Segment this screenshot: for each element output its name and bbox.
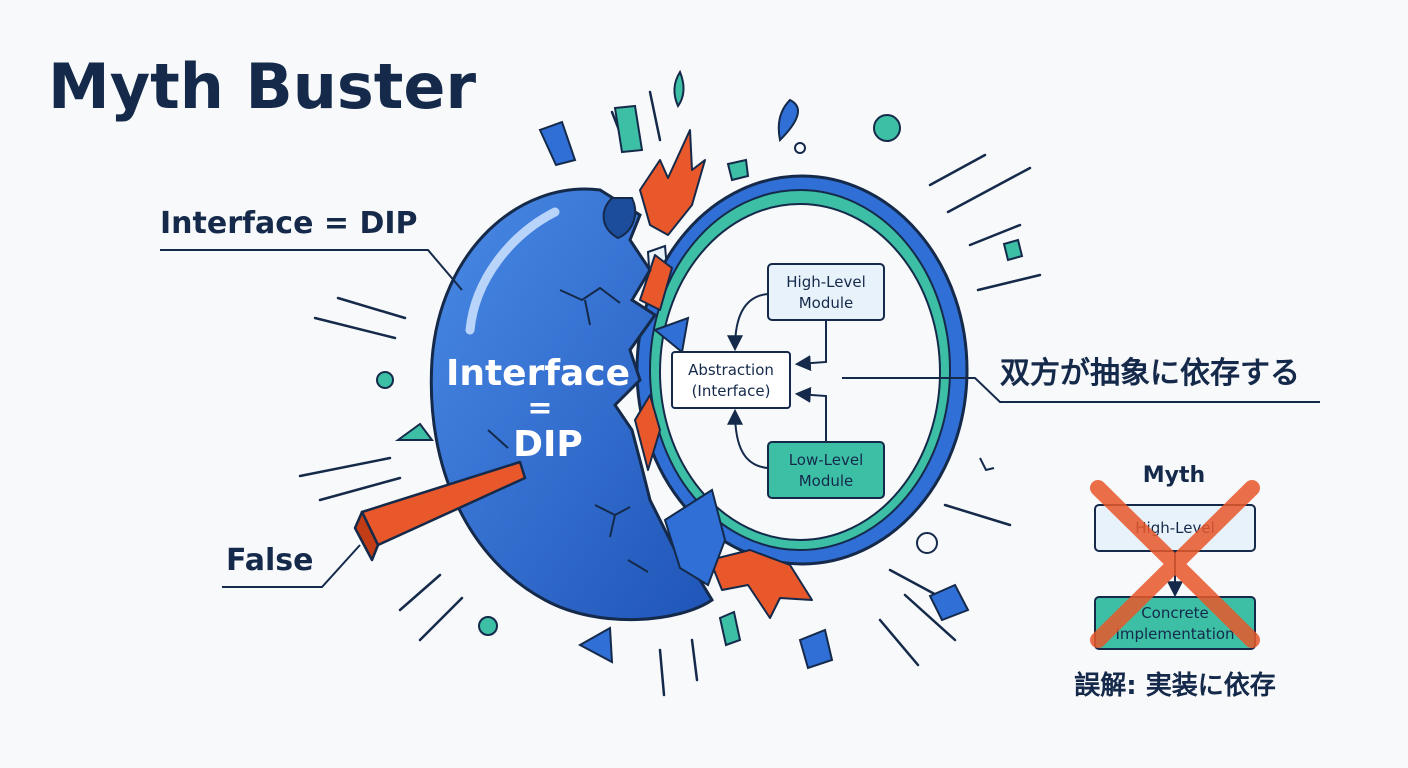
abstraction-box	[671, 351, 791, 409]
myth-heading: Myth	[1143, 463, 1205, 488]
high-level-module-line1: High-Level	[786, 273, 865, 291]
myth-high-level-text: High-Level	[1135, 519, 1214, 537]
verdict-callout: False	[222, 543, 361, 588]
myth-concrete-line2: Implementation	[1115, 625, 1234, 643]
myth-claim-callout: Interface = DIP	[160, 206, 463, 291]
myth-panel: Myth High-Level Concrete Implementation …	[1074, 463, 1275, 701]
abstraction-line2: (Interface)	[692, 382, 771, 400]
sphere-text-line1: Interface	[446, 353, 630, 394]
truth-label: 双方が抽象に依存する	[1000, 356, 1300, 391]
dependency-arrows	[727, 293, 827, 469]
myth-concrete-line1: Concrete	[1141, 604, 1209, 622]
energy-bursts	[634, 129, 813, 619]
false-spike	[353, 460, 527, 562]
interface-sphere: Interface = DIP	[429, 187, 727, 622]
low-level-module-line1: Low-Level	[789, 451, 864, 469]
high-level-module-line2: Module	[799, 294, 854, 312]
myth-caption: 誤解: 実装に依存	[1074, 670, 1275, 701]
page-title: Myth Buster	[48, 50, 476, 123]
abstraction-line1: Abstraction	[688, 361, 774, 379]
cross-out-icon	[1090, 480, 1260, 648]
verdict-label: False	[226, 543, 313, 578]
sphere-text-line3: DIP	[513, 424, 583, 465]
dip-diagram: High-Level Module Abstraction (Interface…	[671, 263, 885, 499]
low-level-module-line2: Module	[799, 472, 854, 490]
truth-callout: 双方が抽象に依存する	[842, 356, 1320, 403]
myth-claim-label: Interface = DIP	[160, 206, 418, 241]
sphere-text-line2: =	[527, 391, 552, 426]
